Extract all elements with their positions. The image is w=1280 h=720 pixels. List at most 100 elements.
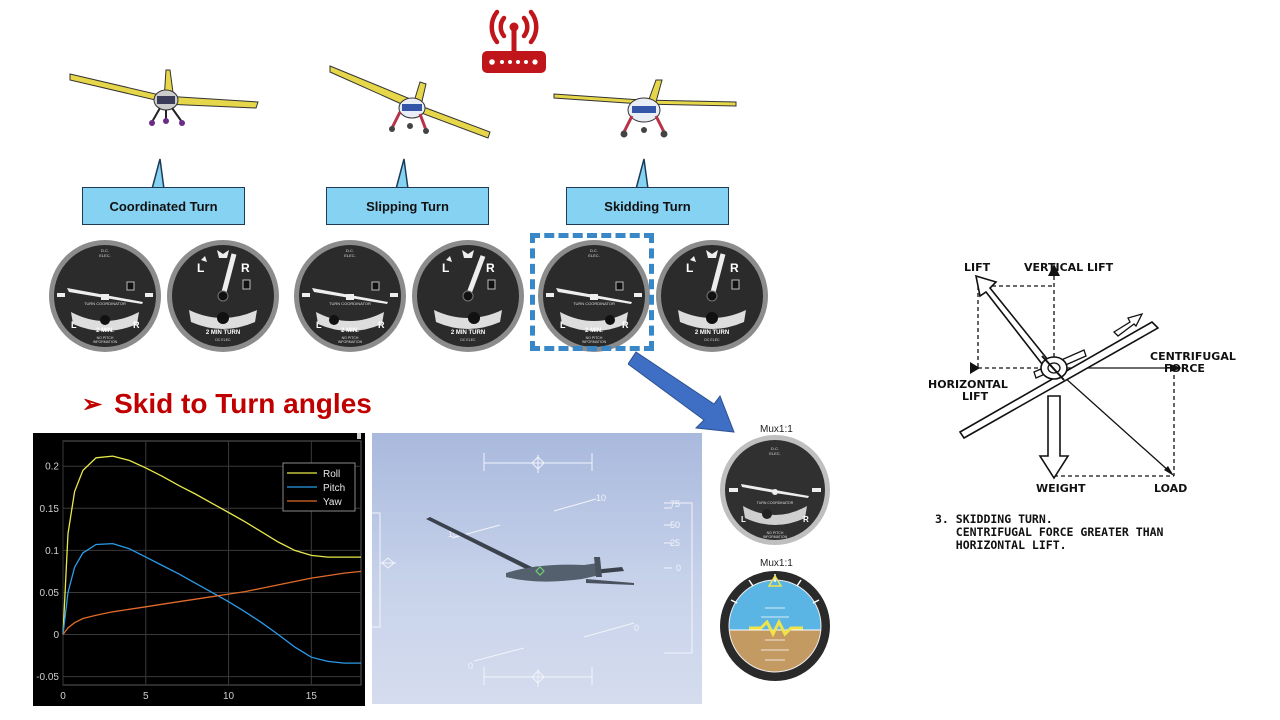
y-tick-label: 0 — [53, 630, 59, 641]
gauge-text: R — [622, 320, 629, 330]
gauge-text: ELEC. — [588, 253, 600, 258]
gauge-text: D.C. — [590, 248, 598, 253]
flight-sim-view: 10 10 0 0 75 50 25 0 — [372, 433, 702, 704]
gauge-text: NO PITCH — [97, 336, 114, 340]
hud-pitch-label: 0 — [634, 623, 639, 633]
x-tick-label: 10 — [223, 691, 235, 702]
turn-slip-gauge: L R 2 MIN TURN DC ELEC — [412, 240, 524, 352]
gauge-text: L — [316, 320, 322, 330]
gauge-text: L — [71, 320, 77, 330]
gauge-text: R — [133, 320, 140, 330]
hud-speed-label: 0 — [676, 563, 681, 573]
gauge-text: INFORMATION — [338, 340, 363, 344]
gauge-text: TURN COORDINATOR — [329, 301, 371, 306]
callout-tail-2 — [395, 158, 409, 190]
gauge-text: R — [378, 320, 385, 330]
turn-slip-gauge: L R 2 MIN TURN DC ELEC — [656, 240, 768, 352]
mux-label: Mux1:1 — [760, 558, 793, 569]
series-line-roll — [62, 455, 361, 635]
gauge-text: NO PITCH — [767, 531, 784, 535]
highlight-box — [530, 233, 654, 351]
gauge-text: R — [803, 515, 809, 524]
diagram-caption: 3. SKIDDING TURN. CENTRIFUGAL FORCE GREA… — [935, 512, 1164, 552]
callout-label: Coordinated Turn — [109, 198, 218, 214]
turn-slip-gauge: L R 2 MIN TURN DC ELEC — [167, 240, 279, 352]
gauge-text: 2 MIN TURN — [206, 330, 240, 336]
pointer-arrow — [628, 351, 735, 433]
diagram-label: CENTRIFUGAL — [1150, 350, 1236, 363]
turn-coordinator-gauge: D.C. ELEC. TURN COORDINATOR L R 2 MIN. N… — [538, 240, 650, 352]
gauge-text: TURN COORDINATOR — [757, 501, 794, 505]
callout-label: Slipping Turn — [366, 198, 449, 214]
heading-text: Skid to Turn angles — [114, 388, 372, 419]
hud-pitch-label: 10 — [596, 493, 606, 503]
gauge-text: D.C. — [771, 446, 779, 451]
callout-coordinated-turn: Coordinated Turn — [82, 187, 245, 225]
diagram-label: HORIZONTAL — [928, 378, 1008, 391]
gauge-text: D.C. — [346, 248, 354, 253]
gauge-text: DC ELEC — [460, 338, 476, 342]
diagram-label: LIFT — [962, 390, 989, 403]
gauge-text: 2 MIN. — [96, 328, 114, 334]
diagram-label: FORCE — [1164, 362, 1205, 375]
diagram-label: WEIGHT — [1036, 482, 1086, 495]
callout-label: Skidding Turn — [604, 198, 691, 214]
gauge-text: D.C. — [101, 248, 109, 253]
glider-image — [426, 517, 634, 585]
gauge-text: L — [741, 515, 746, 524]
legend-label: Yaw — [323, 497, 342, 508]
turn-coordinator-display: L R D.C. ELEC. TURN COORDINATOR NO PITCH… — [720, 435, 830, 545]
wifi-router-icon — [482, 9, 546, 73]
bullet-icon: ➢ — [82, 390, 103, 418]
gauge-text: 2 MIN. — [585, 328, 603, 334]
gauge-text: R — [730, 261, 739, 275]
series-line-pitch — [62, 542, 361, 664]
gauge-text: L — [442, 261, 449, 275]
aircraft-slipping-image — [329, 65, 491, 139]
gauge-text: ELEC. — [99, 253, 111, 258]
gauge-text: INFORMATION — [582, 340, 607, 344]
hud-speed-label: 75 — [670, 499, 680, 509]
gauge-text: TURN COORDINATOR — [573, 301, 615, 306]
y-tick-label: 0.15 — [40, 504, 60, 515]
mux-label: Mux1:1 — [760, 424, 793, 435]
aircraft-skidding-image — [553, 79, 737, 138]
x-tick-label: 5 — [143, 691, 149, 702]
gauge-text: 2 MIN TURN — [695, 330, 729, 336]
y-tick-label: 0.2 — [45, 462, 59, 473]
x-tick-label: 0 — [60, 691, 66, 702]
hud-speed-label: 25 — [670, 538, 680, 548]
callout-skidding-turn: Skidding Turn — [566, 187, 729, 225]
gauge-text: INFORMATION — [93, 340, 118, 344]
diagram-label: VERTICAL LIFT — [1024, 261, 1114, 274]
gauge-text: INFORMATION — [763, 535, 788, 539]
gauge-text: DC ELEC — [704, 338, 720, 342]
turn-coordinator-gauge: D.C. ELEC. TURN COORDINATOR L R 2 MIN. N… — [49, 240, 161, 352]
diagram-label: LOAD — [1154, 482, 1187, 495]
gauge-text: L — [686, 261, 693, 275]
attitude-indicator-display — [720, 571, 830, 681]
y-tick-label: -0.05 — [36, 672, 59, 683]
gauge-text: 2 MIN TURN — [451, 330, 485, 336]
gauge-text: ELEC. — [344, 253, 356, 258]
diagram-label: LIFT — [964, 261, 991, 274]
hud-overlay: 10 10 0 0 75 50 25 0 — [372, 453, 693, 687]
gauge-text: ELEC. — [769, 451, 781, 456]
gauge-text: NO PITCH — [342, 336, 359, 340]
callout-slipping-turn: Slipping Turn — [326, 187, 489, 225]
gauge-text: DC ELEC — [215, 338, 231, 342]
callout-tail-1 — [151, 158, 165, 190]
gauge-text: TURN COORDINATOR — [84, 301, 126, 306]
gauge-text: L — [560, 320, 566, 330]
legend-label: Pitch — [323, 483, 345, 494]
y-tick-label: 0.05 — [40, 588, 60, 599]
y-tick-label: 0.1 — [45, 546, 59, 557]
section-heading: ➢ Skid to Turn angles — [82, 388, 372, 420]
skidding-turn-force-diagram: LIFT VERTICAL LIFT CENTRIFUGAL FORCE HOR… — [928, 261, 1236, 495]
hud-pitch-label: 10 — [448, 529, 458, 539]
aircraft-coordinated-image — [69, 69, 259, 126]
x-tick-label: 15 — [306, 691, 318, 702]
gauge-text: NO PITCH — [586, 336, 603, 340]
